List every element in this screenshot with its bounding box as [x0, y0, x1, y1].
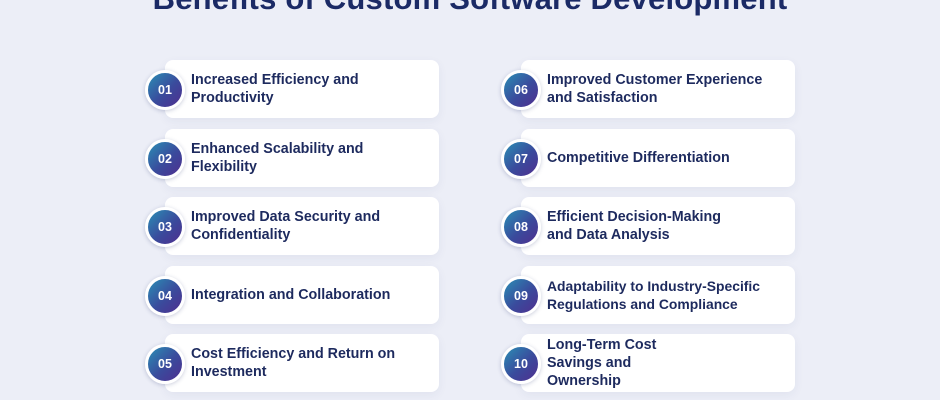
number-badge-06: 06 [501, 70, 541, 110]
benefit-card-04: Integration and Collaboration [165, 266, 439, 324]
benefit-text: Adaptability to Industry-Specific Regula… [547, 278, 761, 312]
benefit-card-09: Adaptability to Industry-Specific Regula… [521, 266, 795, 324]
benefit-card-05: Cost Efficiency and Return on Investment [165, 334, 439, 392]
number-badge-08: 08 [501, 207, 541, 247]
number-badge-07: 07 [501, 139, 541, 179]
number-badge-09: 09 [501, 276, 541, 316]
number-badge-04: 04 [145, 276, 185, 316]
benefit-text: Improved Data Security and Confidentiali… [191, 209, 381, 243]
number-badge-03: 03 [145, 207, 185, 247]
benefit-card-03: Improved Data Security and Confidentiali… [165, 197, 439, 255]
benefit-text: Improved Customer Experience and Satisfa… [547, 72, 763, 106]
page-title: Benefits of Custom Software Development [0, 0, 940, 17]
benefit-text: Increased Efficiency and Productivity [191, 72, 359, 106]
number-badge-05: 05 [145, 344, 185, 384]
benefit-text: Cost Efficiency and Return on Investment [191, 346, 396, 380]
benefit-text: Long-Term Cost Savings and Ownership [547, 337, 657, 389]
benefit-text: Enhanced Scalability and Flexibility [191, 141, 364, 175]
benefit-card-02: Enhanced Scalability and Flexibility [165, 129, 439, 187]
benefit-card-08: Efficient Decision-Making and Data Analy… [521, 197, 795, 255]
benefit-card-01: Increased Efficiency and Productivity [165, 60, 439, 118]
number-badge-02: 02 [145, 139, 185, 179]
number-badge-01: 01 [145, 70, 185, 110]
benefit-card-06: Improved Customer Experience and Satisfa… [521, 60, 795, 118]
benefit-text: Integration and Collaboration [191, 287, 391, 303]
benefit-text: Efficient Decision-Making and Data Analy… [547, 209, 721, 243]
number-badge-10: 10 [501, 344, 541, 384]
benefit-text: Competitive Differentiation [547, 150, 730, 166]
benefit-card-10: Long-Term Cost Savings and Ownership [521, 334, 795, 392]
benefit-card-07: Competitive Differentiation [521, 129, 795, 187]
